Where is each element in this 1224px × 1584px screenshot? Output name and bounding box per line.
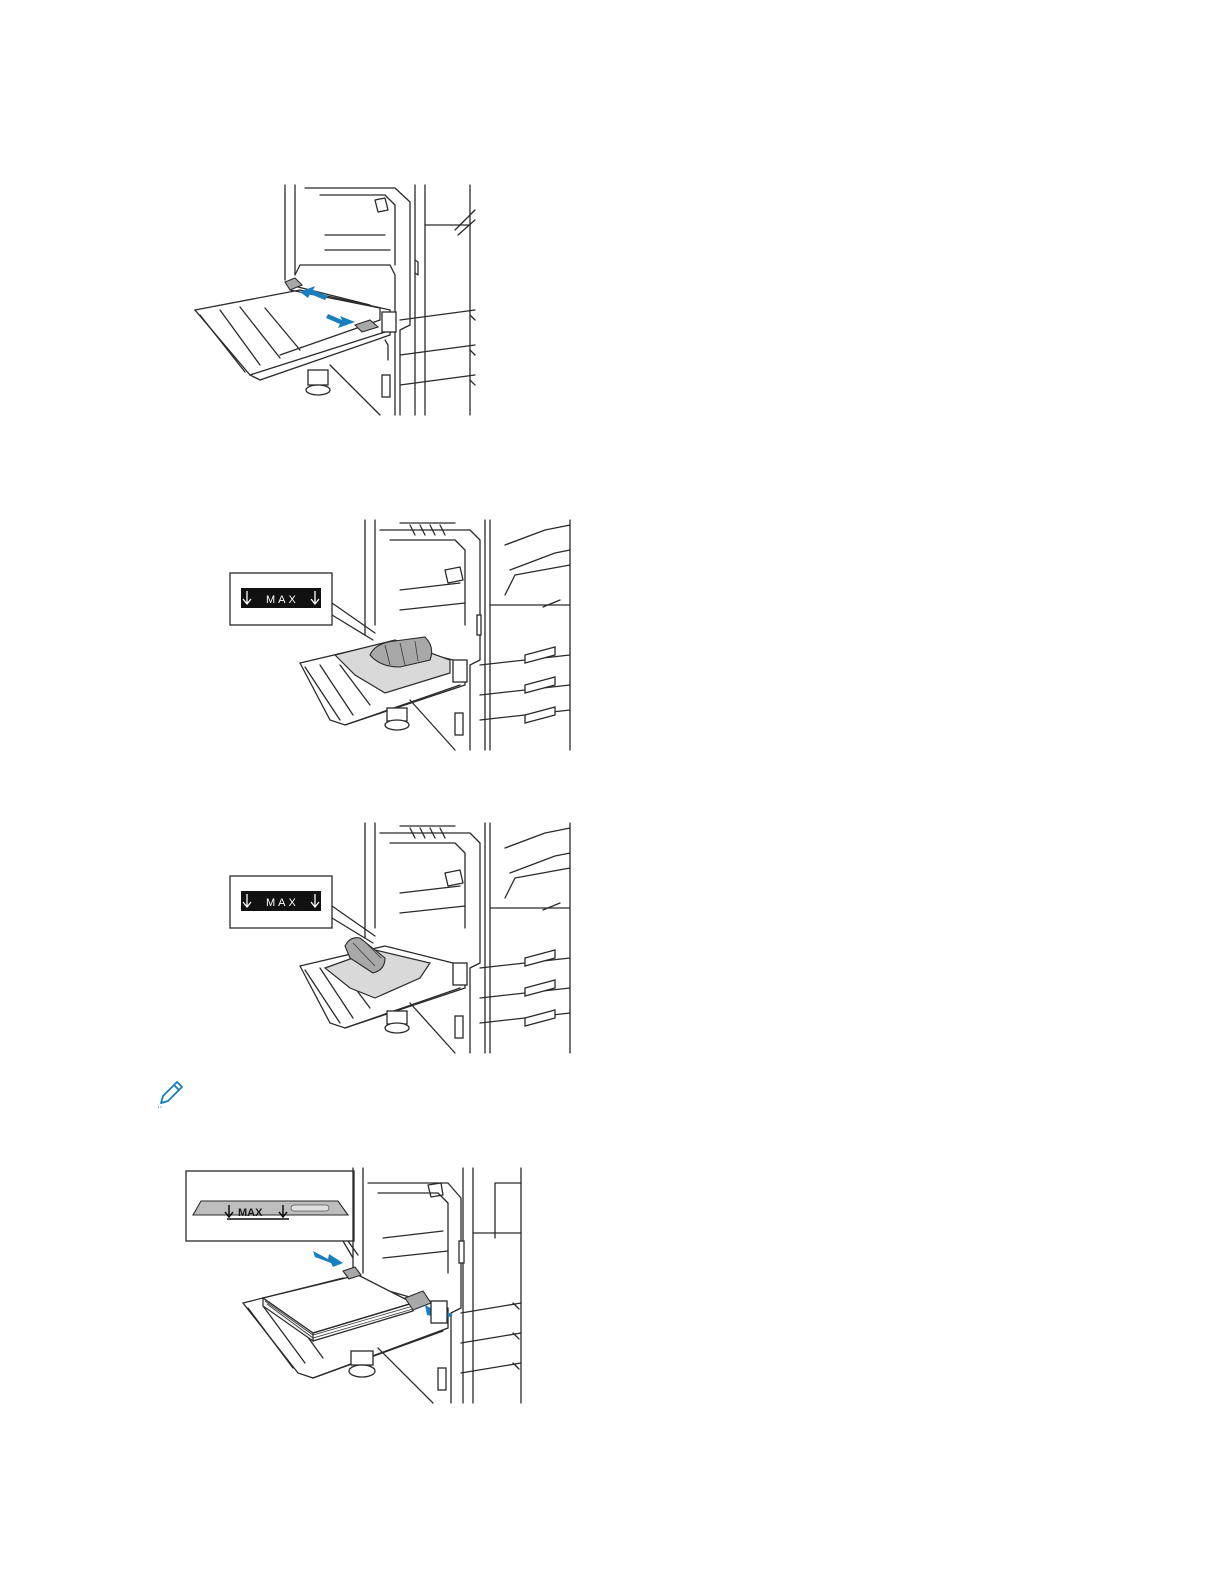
pencil-note-icon <box>155 1077 187 1109</box>
max-label: MAX <box>266 594 299 606</box>
max-label: MAX <box>238 1207 263 1219</box>
envelope-load-illustration-a: MAX <box>225 515 575 755</box>
bypass-tray-guides-illustration <box>190 180 480 420</box>
paper-stack-guides-illustration: MAX <box>183 1163 523 1408</box>
envelope-load-illustration-b: MAX <box>225 818 575 1058</box>
max-label: MAX <box>266 897 299 909</box>
